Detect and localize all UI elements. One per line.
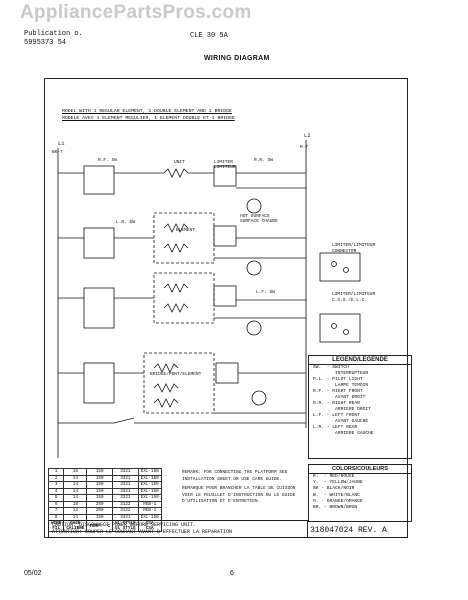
legend-row: INTERRUPTEUR [313, 371, 369, 376]
legend-row: R.R. - RIGHT REAR [313, 401, 360, 406]
legend-row: ARRIERE DROIT [313, 407, 371, 412]
footer-date: 05/02 [24, 570, 42, 577]
legend-row: AVANT DROIT [313, 395, 366, 400]
r7-label: R-7 [300, 145, 309, 150]
inset-limiter-css: LIMITER/LIMITEUR C.S.S./E.L.C. [332, 292, 376, 303]
legend-row: AVANT GAUCHE [313, 419, 369, 424]
color-row: Y. - YELLOW/JAUNE [313, 480, 363, 486]
publication-number: 5995373 54 [24, 39, 67, 47]
caution-en: CAUTION: DISCONNECT POWER BEFORE SERVICI… [52, 522, 197, 528]
part-number: 318047024 REV. A [310, 526, 387, 535]
bridge-label: BRIDGE/PONT/ELEMENT [150, 372, 202, 377]
footer-page: 6 [230, 570, 234, 577]
l1-label: L1 [58, 140, 65, 147]
legend-title: LEGEND/LEGENDE [309, 356, 411, 365]
model-note-en: MODEL WITH 1 REGULAR ELEMENT, 1 DOUBLE E… [62, 109, 232, 114]
publication-label: Publication o. [24, 30, 83, 38]
legend-row: L.R. - LEFT REAR [313, 425, 358, 430]
lf-switch-label: L.F. SW [256, 290, 275, 295]
rr-switch-label: R.R. SW [254, 158, 273, 163]
color-row: BR. - BROWN/BRUN [313, 505, 358, 511]
rf-switch-label: R.F. SW [98, 158, 117, 163]
wire-table-cell: EXL-150 [137, 481, 162, 489]
caution-block: CAUTION: DISCONNECT POWER BEFORE SERVICI… [48, 520, 308, 538]
caution-fr: ATTENTION: COUPER LE COURANT AVANT D'EFF… [52, 529, 233, 535]
wire-table-header-cell: TEMP. °C [86, 520, 114, 532]
wire-table-cell: EXL-150 [137, 494, 162, 502]
wire-table-cell: 7 [47, 507, 65, 515]
wiring-schematic [57, 140, 361, 458]
bk7-label: BK-7 [52, 150, 63, 155]
element-label-1: ELEMENT [176, 228, 195, 233]
wire-table-header-cell: GAGE CALIBRE [63, 520, 88, 532]
hot-surface-label-1: HOT SURFACE SURFACE CHAUDE [240, 214, 278, 224]
wire-table-cell: EXL-150 [137, 487, 162, 495]
color-row: R. - RED/ROUGE [313, 474, 355, 479]
colors-box: COLORS/COULEURS R. - RED/ROUGE Y. - YELL… [308, 464, 412, 522]
unit-label-1: UNIT [174, 160, 185, 165]
legend-row: LAMPE TEMOIN [313, 383, 369, 388]
inset-limiter-connector: LIMITER/LIMITEUR CONNECTOR [332, 243, 376, 254]
model-note-fr: MODELE AVEC 1 ELEMENT REGULIER, 1 ELEMEN… [62, 116, 235, 121]
color-row: O. - ORANGE/ORANGE [313, 498, 363, 504]
legend-row: P.L. - PILOT LIGHT [313, 377, 363, 382]
wire-table-cell: REB-1 [137, 507, 162, 515]
remark-en: REMARK: FOR CONNECTING THE PLATFORM SEE … [182, 470, 288, 482]
remark-block: REMARK: FOR CONNECTING THE PLATFORM SEE … [182, 470, 304, 506]
legend-box: LEGEND/LEGENDE SW. - SWITCH INTERRUPTEUR… [308, 355, 412, 459]
color-row: BK - BLACK/NOIR [313, 486, 355, 492]
legend-row: ARRIERE GAUCHE [313, 431, 374, 436]
wire-table-header-cell: UL STYLE UL STYLE [112, 520, 139, 532]
watermark: AppliancePartsPros.com [20, 2, 252, 23]
legend-row: R.F. - RIGHT FRONT [313, 389, 363, 394]
l2-label: L2 [304, 132, 311, 139]
wire-table-cell: EXL-150 [137, 474, 162, 482]
wire-table-header-cell: CSA CSA [137, 520, 162, 532]
wire-table-header-cell: WIRE FIL [47, 520, 65, 532]
lr-switch-label: L.R. SW [116, 220, 135, 225]
colors-title: COLORS/COULEURS [309, 465, 411, 474]
wire-table-cell: EXL-150 [137, 468, 162, 476]
wire-table-cell: 14 [63, 507, 88, 515]
model-note: MODEL WITH 1 REGULAR ELEMENT, 1 DOUBLE E… [62, 108, 292, 122]
legend-row: L.F. - LEFT FRONT [313, 413, 360, 418]
limiter-label-1: LIMITER LIMITEUR [214, 160, 236, 170]
remark-fr: REMARQUE POUR BRANCHER LA TABLE DE CUISS… [182, 486, 296, 504]
page-title: WIRING DIAGRAM [204, 55, 270, 62]
model-code: CLE 30 5A [190, 32, 228, 40]
legend-row: SW. - SWITCH [313, 365, 349, 370]
color-row: W. - WHITE/BLANC [313, 492, 360, 498]
